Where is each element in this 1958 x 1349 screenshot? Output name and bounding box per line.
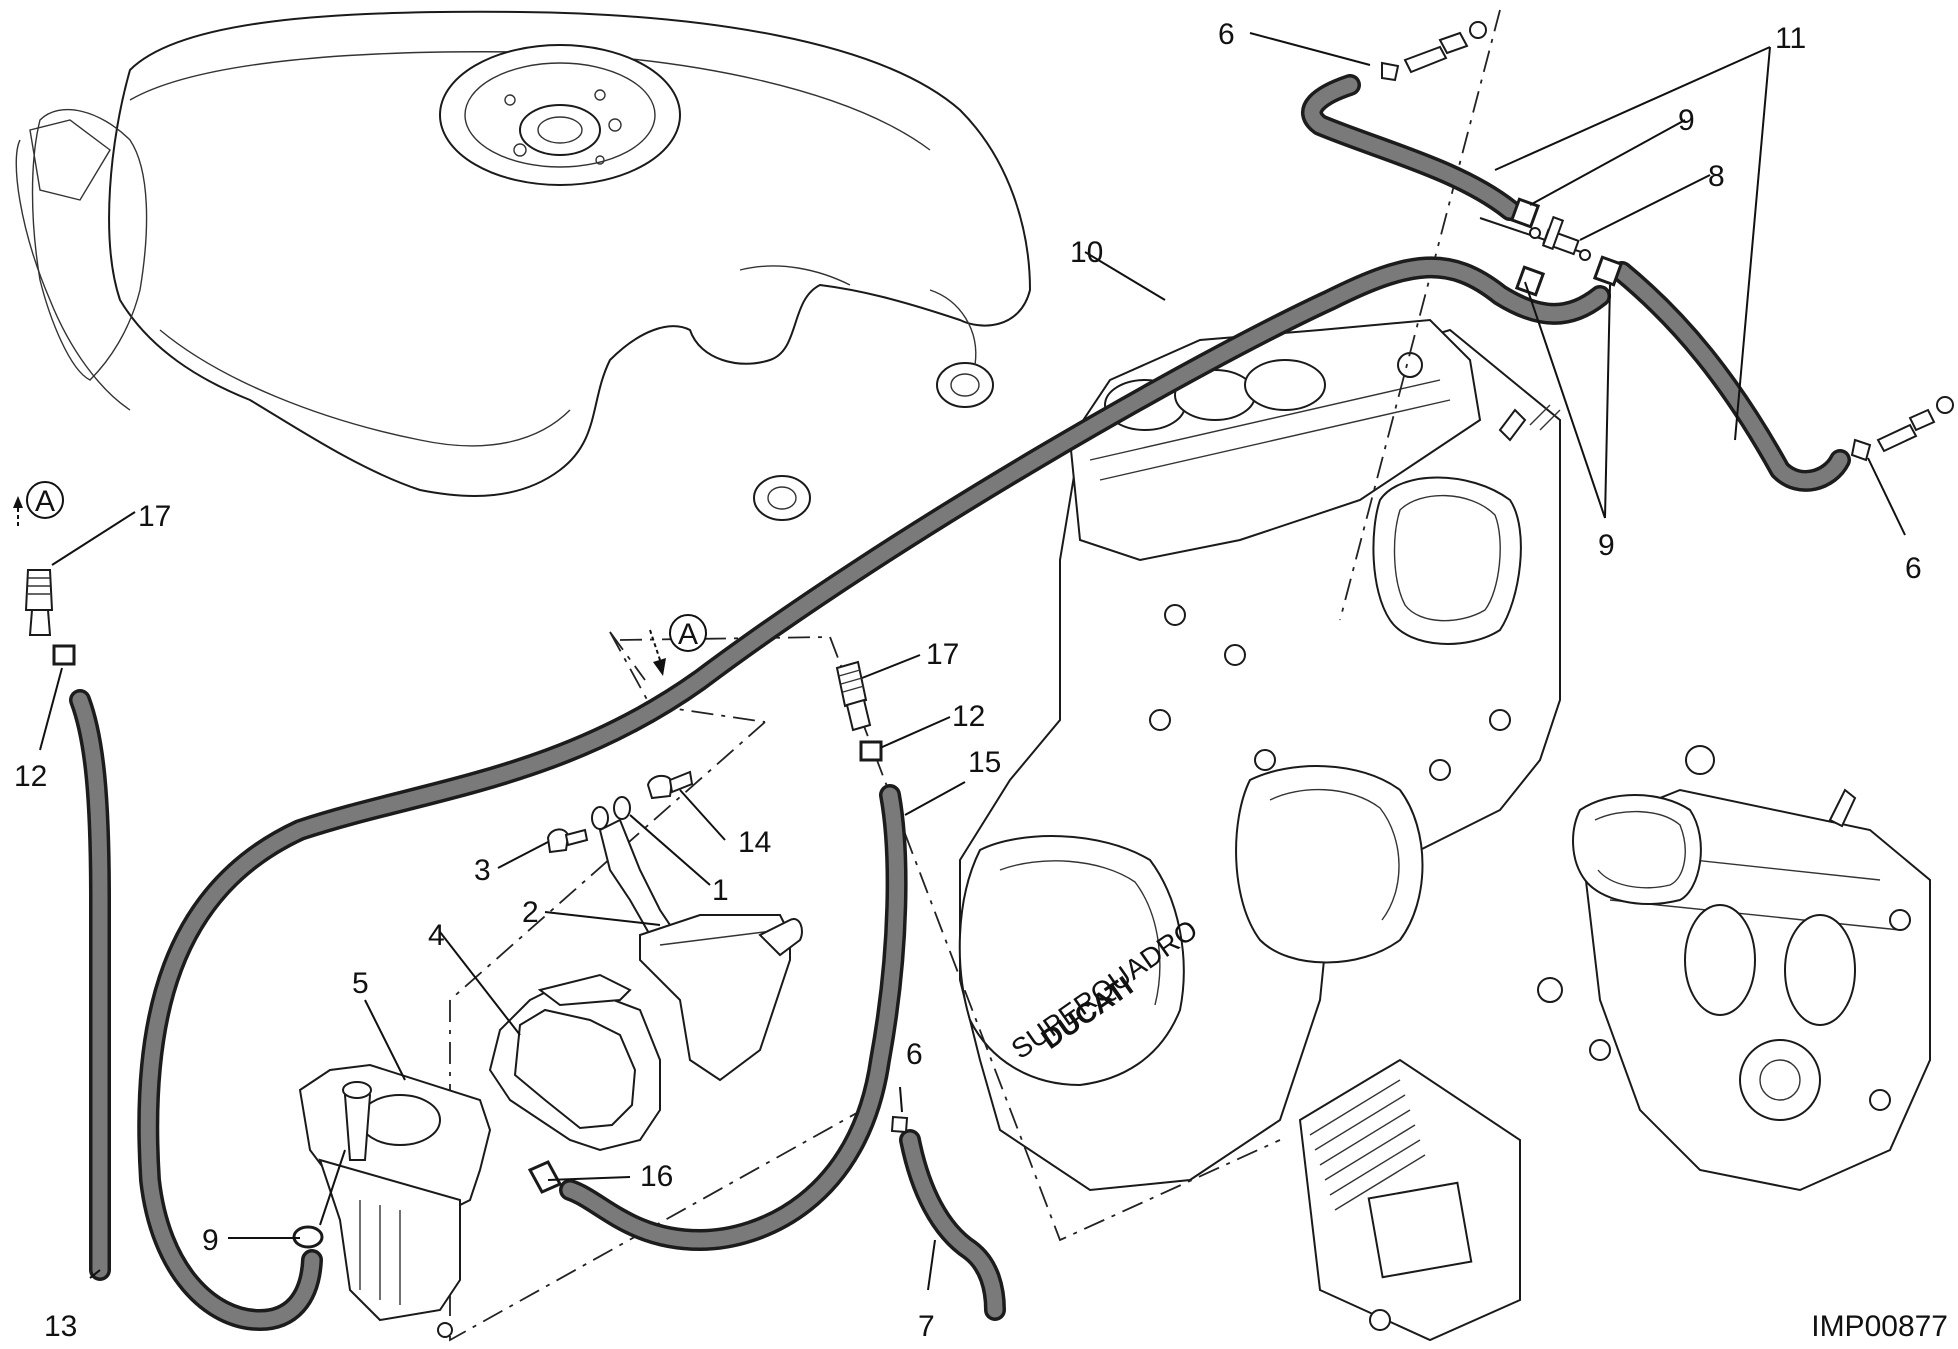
- callout-10: 10: [1070, 236, 1103, 269]
- callout-6-top: 6: [1218, 18, 1235, 51]
- callout-6-bottom: 6: [906, 1038, 923, 1071]
- bracket-2: [598, 818, 803, 1082]
- reservoir-5: [298, 1063, 492, 1338]
- callout-6-right: 6: [1905, 552, 1922, 585]
- callout-17-left: 17: [138, 500, 171, 533]
- hose-13: [69, 689, 111, 1281]
- hose-15: [559, 784, 908, 1251]
- clamps-9: [292, 197, 1624, 1249]
- clamps-6: [890, 61, 1872, 1134]
- hose-10: [137, 256, 1611, 1331]
- view-marker-center: A: [649, 614, 707, 676]
- callout-13: 13: [44, 1310, 77, 1343]
- screw-14: [646, 770, 694, 800]
- washers-1: [591, 796, 631, 830]
- callout-labels: 6 11 9 8 10 9 6 17 12 17 12 15 14 1 3 2 …: [14, 18, 1922, 1343]
- view-marker-center-text: A: [678, 618, 698, 651]
- callout-9-middle: 9: [1598, 529, 1615, 562]
- clamp-4: [488, 973, 661, 1152]
- callout-11: 11: [1775, 22, 1806, 55]
- callout-3: 3: [474, 854, 491, 887]
- view-marker-left: A: [13, 481, 64, 528]
- callout-8: 8: [1708, 160, 1725, 193]
- hose-11-lower: [1611, 261, 1851, 492]
- fittings-top: [1403, 21, 1487, 74]
- fuel-tank: [15, 10, 1032, 521]
- callout-9-top: 9: [1678, 104, 1695, 137]
- fittings-right: [1876, 396, 1954, 453]
- callout-12-left: 12: [14, 760, 47, 793]
- callout-1: 1: [712, 874, 729, 907]
- screw-3: [546, 828, 589, 854]
- nipple-17-left: [24, 569, 54, 636]
- callout-12-center: 12: [952, 700, 985, 733]
- callout-7: 7: [918, 1310, 935, 1343]
- clamp-12-center: [859, 740, 883, 762]
- view-marker-left-text: A: [35, 485, 55, 518]
- callout-17-center: 17: [926, 638, 959, 671]
- leader-lines: [39, 32, 1906, 1291]
- callout-16: 16: [640, 1160, 673, 1193]
- callout-9-bottom: 9: [202, 1224, 219, 1257]
- t-connector-8: [1479, 215, 1591, 261]
- clamp-12-left: [52, 644, 76, 666]
- callout-5: 5: [352, 967, 369, 1000]
- assembly-guide-lines: [449, 9, 1501, 1342]
- callout-2: 2: [522, 896, 539, 929]
- nipple-17-center: [835, 660, 872, 732]
- clamp-16: [527, 1160, 563, 1194]
- callout-14: 14: [738, 826, 771, 859]
- hose-7: [899, 1129, 1006, 1321]
- hose-11-upper: [1301, 74, 1521, 221]
- callout-4: 4: [428, 919, 445, 952]
- drawing-code: IMP00877: [1811, 1310, 1948, 1343]
- callout-15: 15: [968, 746, 1001, 779]
